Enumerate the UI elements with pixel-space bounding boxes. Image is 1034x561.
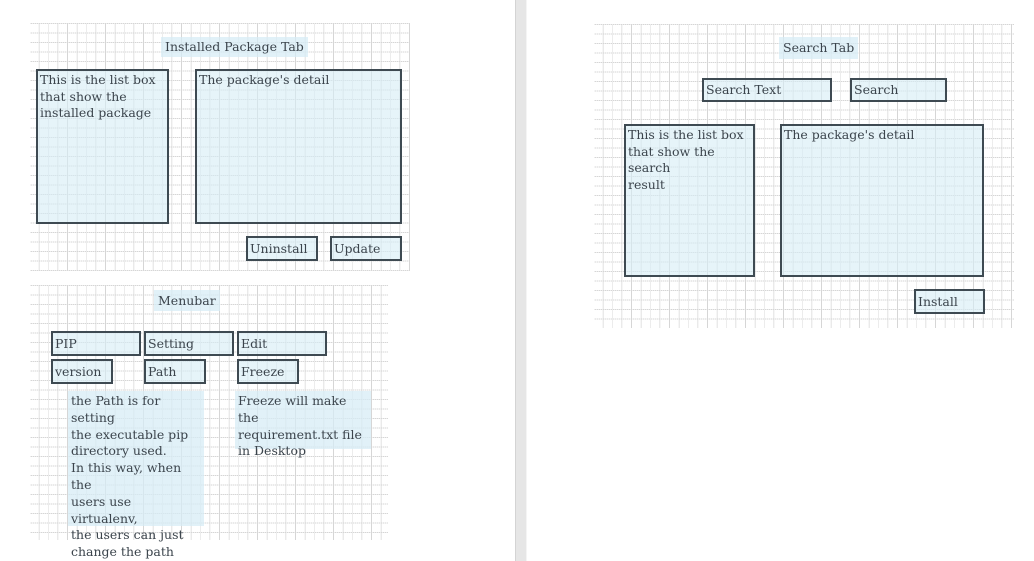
search-tab-wireframe: Search Tab Search Text Search Button Thi…: [594, 24, 1014, 328]
search-package-detail-box: The package's detail: [780, 124, 984, 277]
right-page: Search Tab Search Text Search Button Thi…: [527, 0, 1034, 561]
update-button[interactable]: Update: [330, 236, 402, 261]
installed-package-tab-wireframe: Installed Package Tab This is the list b…: [30, 23, 410, 271]
search-tab-title: Search Tab: [779, 37, 859, 59]
menu-item-freeze[interactable]: Freeze: [237, 359, 299, 384]
installed-package-detail-box: The package's detail: [195, 69, 402, 224]
menu-item-version[interactable]: version: [51, 359, 113, 384]
menu-item-path[interactable]: Path: [144, 359, 206, 384]
uninstall-button[interactable]: Uninstall: [246, 236, 318, 261]
search-button[interactable]: Search Button: [850, 78, 947, 102]
path-note: the Path is for setting the executable p…: [68, 391, 204, 559]
installed-package-list-box[interactable]: This is the list box that show the insta…: [36, 69, 169, 224]
menubar-wireframe: Menubar PIP Setting Edit version Path Fr…: [30, 285, 388, 559]
menu-edit[interactable]: Edit: [237, 331, 327, 356]
menubar-title: Menubar: [154, 290, 220, 311]
install-button[interactable]: Install: [914, 289, 985, 314]
menu-pip[interactable]: PIP: [51, 331, 141, 356]
page-divider: [515, 0, 527, 561]
installed-tab-title: Installed Package Tab: [161, 37, 308, 57]
freeze-note: Freeze will make the requirement.txt fil…: [235, 391, 371, 458]
menu-setting[interactable]: Setting: [144, 331, 234, 356]
left-page: Installed Package Tab This is the list b…: [0, 0, 515, 561]
search-text-input[interactable]: Search Text: [702, 78, 832, 102]
search-result-list-box[interactable]: This is the list box that show the searc…: [624, 124, 755, 277]
